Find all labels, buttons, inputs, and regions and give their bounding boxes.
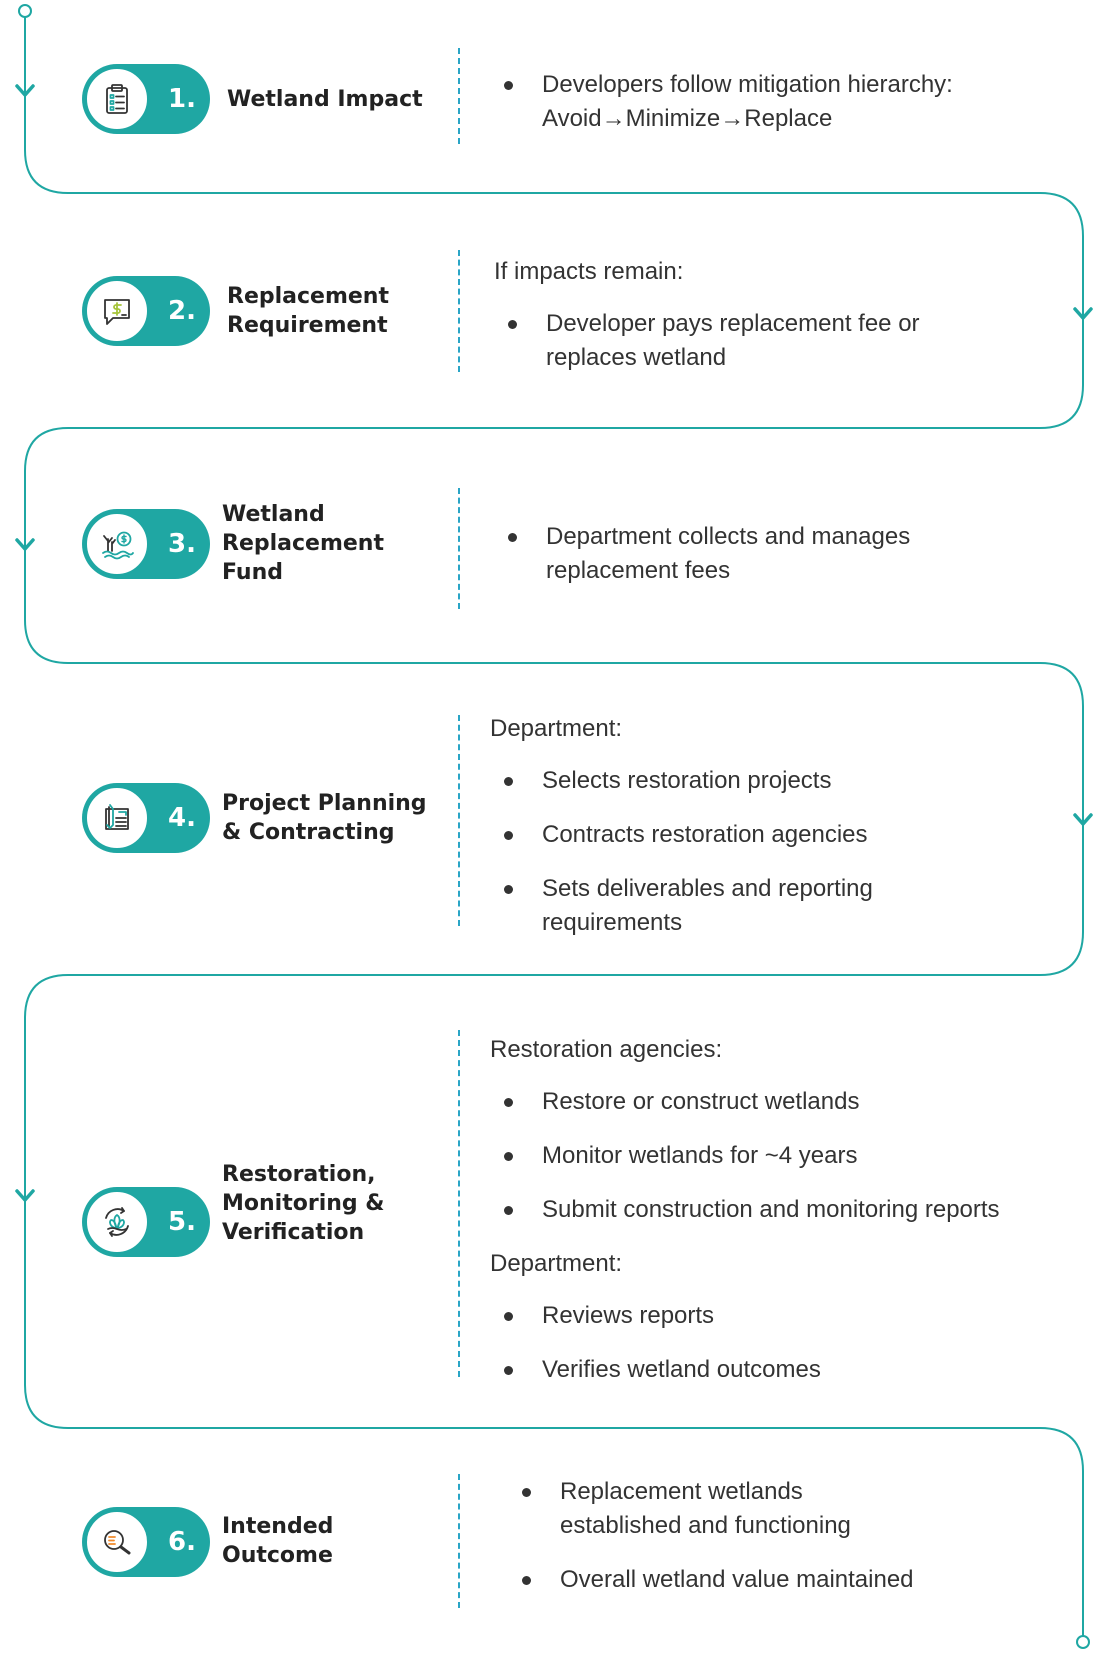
step-4-divider bbox=[458, 715, 460, 926]
list-item: Developers follow mitigation hierarchy: … bbox=[490, 68, 1010, 136]
step-2-title: Replacement Requirement bbox=[227, 284, 389, 338]
step-2-divider bbox=[458, 250, 460, 372]
step-5-title: Restoration, Monitoring & Verification bbox=[222, 1162, 385, 1245]
step-6-title: Intended Outcome bbox=[222, 1514, 334, 1568]
step-4-title: Project Planning & Contracting bbox=[222, 791, 427, 845]
list-item: Selects restoration projects bbox=[490, 764, 1010, 798]
step-1-title: Wetland Impact bbox=[227, 87, 423, 112]
list-item: Developer pays replacement fee or replac… bbox=[494, 307, 994, 375]
step-1-body: Developers follow mitigation hierarchy: … bbox=[490, 68, 1010, 156]
step-6-number: 6. bbox=[168, 1527, 196, 1557]
list-item: Verifies wetland outcomes bbox=[490, 1353, 1050, 1387]
step-1-badge: 1. bbox=[82, 64, 210, 134]
step-4-number: 4. bbox=[168, 803, 196, 833]
step-5-divider bbox=[458, 1030, 460, 1377]
step-4-badge: 4. bbox=[82, 783, 210, 853]
step-2-badge: 2. bbox=[82, 276, 210, 346]
step-4-body: Department: Selects restoration projects… bbox=[490, 712, 1010, 960]
down-chevron-icon bbox=[15, 538, 35, 551]
step-5-badge: 5. bbox=[82, 1187, 210, 1257]
magnifier-search-icon bbox=[85, 1510, 149, 1574]
list-item: Sets deliverables and reporting requirem… bbox=[490, 872, 902, 940]
wetland-coin-icon bbox=[85, 512, 149, 576]
step-3-number: 3. bbox=[168, 529, 196, 559]
down-chevron-icon bbox=[1073, 307, 1093, 320]
step-6-divider bbox=[458, 1474, 460, 1608]
step-1-divider bbox=[458, 48, 460, 144]
step-5-body: Restoration agencies: Restore or constru… bbox=[490, 1033, 1050, 1407]
step-3-badge: 3. bbox=[82, 509, 210, 579]
step-3-body: Department collects and manages replacem… bbox=[494, 520, 994, 608]
list-item: Submit construction and monitoring repor… bbox=[490, 1193, 1050, 1227]
step-5-intro-2: Department: bbox=[490, 1250, 623, 1277]
step-5-number: 5. bbox=[168, 1207, 196, 1237]
step-5-intro: Restoration agencies: bbox=[490, 1036, 723, 1063]
list-item: Contracts restoration agencies bbox=[490, 818, 1010, 852]
step-3-divider bbox=[458, 488, 460, 609]
step-2-number: 2. bbox=[168, 296, 196, 326]
step-3-title: Wetland Replacement Fund bbox=[222, 502, 384, 585]
down-chevron-icon bbox=[1073, 813, 1093, 826]
step-6-badge: 6. bbox=[82, 1507, 210, 1577]
dollar-speech-bubble-icon bbox=[85, 279, 149, 343]
down-chevron-icon bbox=[15, 84, 35, 97]
list-item: Overall wetland value maintained bbox=[508, 1563, 928, 1597]
list-item: Reviews reports bbox=[490, 1299, 1050, 1333]
leaf-cycle-icon bbox=[85, 1190, 149, 1254]
step-2-intro: If impacts remain: bbox=[494, 258, 684, 285]
step-1-number: 1. bbox=[168, 84, 196, 114]
list-item: Replacement wetlands established and fun… bbox=[508, 1475, 928, 1543]
step-4-intro: Department: bbox=[490, 715, 623, 742]
down-chevron-icon bbox=[15, 1189, 35, 1202]
list-item: Monitor wetlands for ~4 years bbox=[490, 1139, 1050, 1173]
step-2-body: If impacts remain: Developer pays replac… bbox=[494, 255, 994, 395]
step-6-body: Replacement wetlands established and fun… bbox=[508, 1475, 928, 1617]
list-item: Department collects and manages replacem… bbox=[494, 520, 994, 588]
blueprint-plan-icon bbox=[85, 786, 149, 850]
list-item: Restore or construct wetlands bbox=[490, 1085, 1050, 1119]
clipboard-checklist-icon bbox=[85, 67, 149, 131]
